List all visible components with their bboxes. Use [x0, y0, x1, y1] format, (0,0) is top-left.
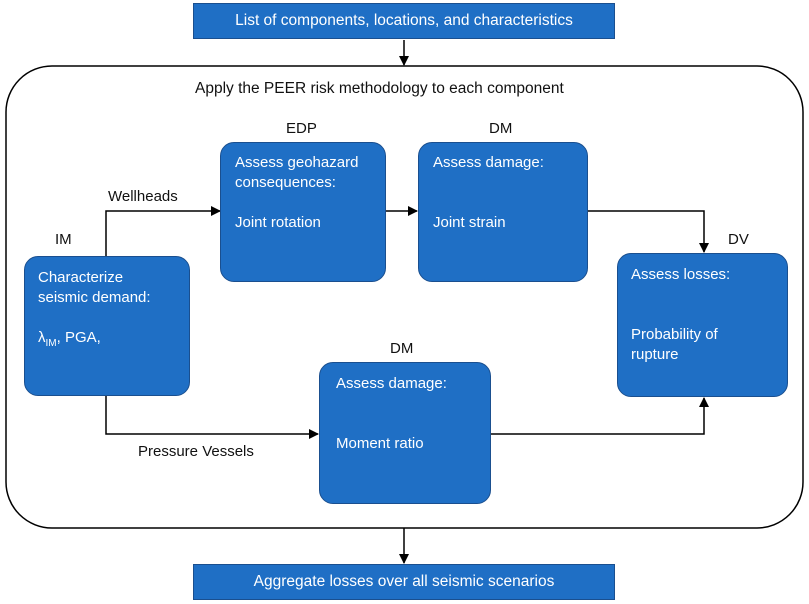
dv-box-line3: rupture: [631, 346, 679, 363]
stage-label-im: IM: [55, 231, 72, 248]
edp-box-line2: consequences:: [235, 174, 336, 191]
bottom-banner-text: Aggregate losses over all seismic scenar…: [253, 573, 555, 590]
path-label-pressure-vessels: Pressure Vessels: [138, 443, 254, 460]
bottom-banner: Aggregate losses over all seismic scenar…: [193, 564, 615, 600]
dv-box-line2: Probability of: [631, 326, 718, 343]
edp-box: Assess geohazard consequences: Joint rot…: [220, 142, 386, 282]
lambda-symbol: λ: [38, 329, 46, 346]
dv-box-line1: Assess losses:: [631, 266, 731, 283]
stage-label-dv: DV: [728, 231, 749, 248]
im-box-line2: seismic demand:: [38, 289, 151, 306]
stage-label-dm-bottom: DM: [390, 340, 414, 357]
stage-label-dm-top: DM: [489, 120, 513, 137]
frame-title: Apply the PEER risk methodology to each …: [195, 80, 564, 97]
dm-top-box: Assess damage: Joint strain: [418, 142, 588, 282]
im-box-measures: λIM, PGA,: [38, 328, 189, 354]
stage-label-edp: EDP: [286, 120, 317, 137]
edp-box-line1: Assess geohazard: [235, 154, 359, 171]
dm-top-box-line2: Joint strain: [433, 214, 506, 231]
path-label-wellheads: Wellheads: [108, 188, 178, 205]
arrow-dm-to-dv: [588, 210, 709, 253]
dm-top-box-line1: Assess damage:: [433, 154, 544, 171]
arrow-im-to-dm-bottom: [105, 396, 319, 439]
lambda-subscript: IM: [45, 338, 57, 349]
dm-bottom-box-line2: Moment ratio: [336, 435, 424, 452]
im-box: Characterize seismic demand: λIM, PGA,: [24, 256, 190, 396]
arrow-dm-bottom-to-dv: [491, 397, 709, 435]
dv-box: Assess losses: Probability of rupture: [617, 253, 788, 397]
dm-bottom-box-line1: Assess damage:: [336, 375, 447, 392]
im-measures-rest: , PGA,: [56, 329, 101, 346]
im-box-line1: Characterize: [38, 269, 124, 286]
edp-box-line3: Joint rotation: [235, 214, 321, 231]
top-banner-text: List of components, locations, and chara…: [235, 12, 573, 29]
arrow-im-to-edp: [105, 206, 221, 256]
dm-bottom-box: Assess damage: Moment ratio: [319, 362, 491, 504]
top-banner: List of components, locations, and chara…: [193, 3, 615, 39]
